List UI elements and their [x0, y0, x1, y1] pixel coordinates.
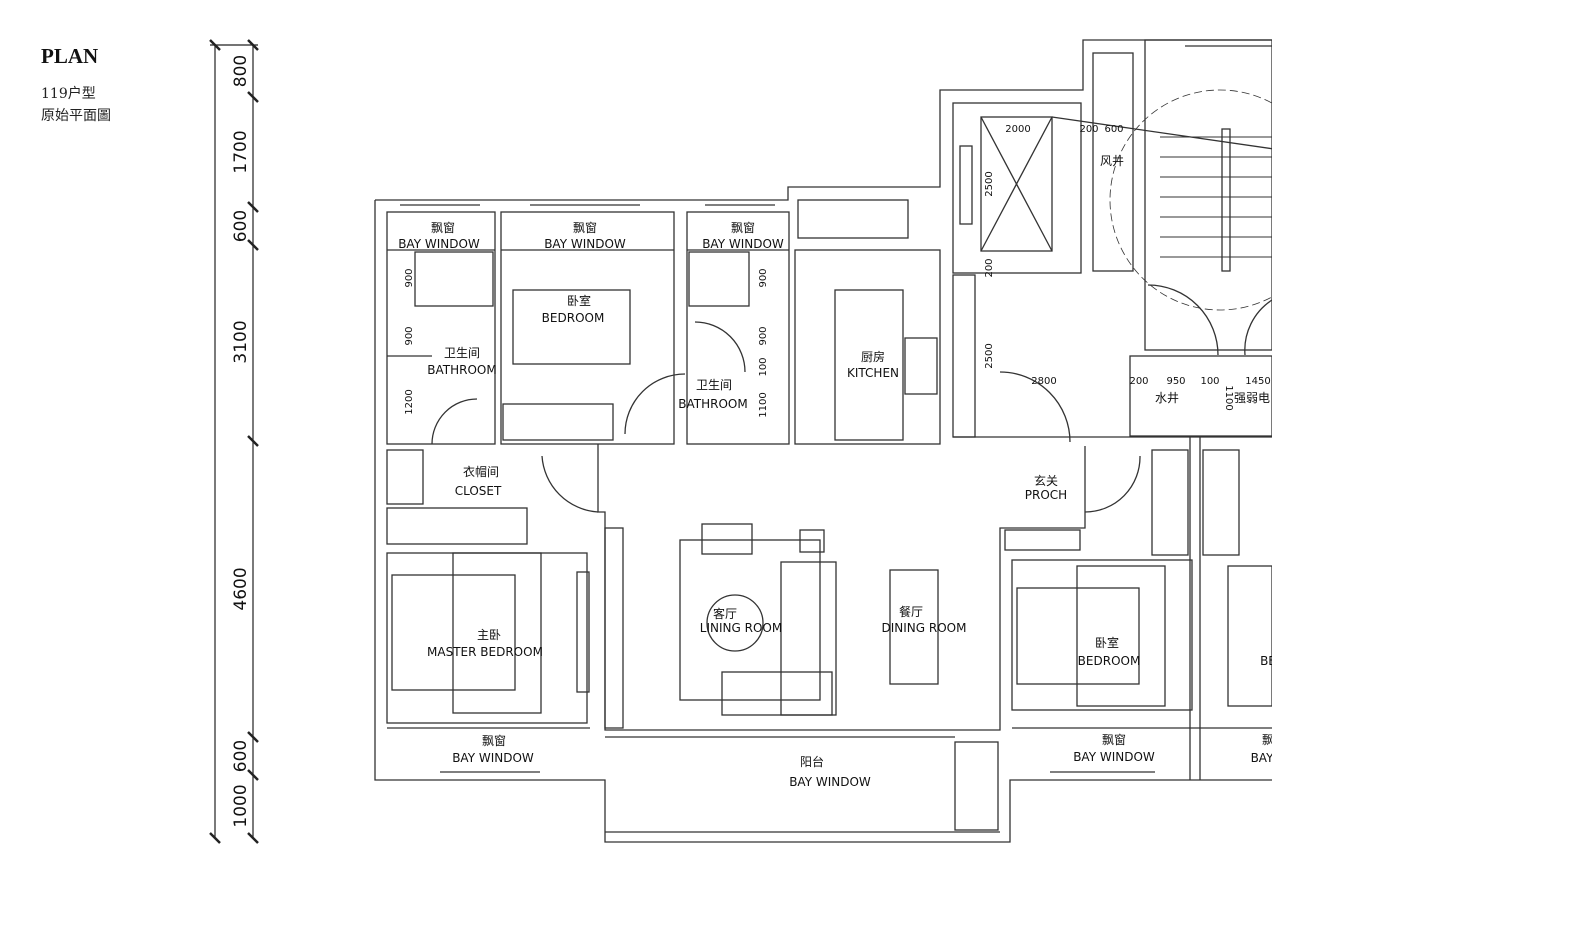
room-label-cn: 飘窗 — [573, 221, 597, 235]
room-label-en: PROCH — [1025, 488, 1067, 502]
room-label-cn: 风井 — [1100, 154, 1124, 168]
side-dim: 1000 — [231, 784, 251, 827]
room-label-cn: 飘窗 — [482, 734, 506, 748]
room-label-en: BAY WINDOW — [1073, 750, 1155, 764]
room-label-cn: 餐厅 — [899, 604, 923, 619]
dim-label: 2000 — [1005, 124, 1030, 135]
room-label-cn: 卫生间 — [696, 378, 732, 392]
room-label-en: BAY WINDOW — [702, 237, 784, 251]
room-label-cn: 衣帽间 — [463, 464, 499, 479]
room-label-en: BATHROOM — [678, 397, 747, 411]
room-label-en: BATHROOM — [427, 363, 496, 377]
dim-label: 1450 — [1245, 376, 1270, 387]
room-label-cn: 飘 — [1262, 733, 1274, 747]
room-label-en: BEDROOM — [1078, 654, 1141, 668]
room-label-en: BAY — [1251, 751, 1275, 765]
room-label-cn: 飘窗 — [431, 221, 455, 235]
room-label-cn: 客厅 — [713, 606, 737, 621]
room-label-en: BAY WINDOW — [789, 775, 871, 789]
dim-label: 600 — [1104, 124, 1123, 135]
room-label-cn: 主卧 — [477, 628, 501, 642]
room-label-en: BAY WINDOW — [452, 751, 534, 765]
plan-title: PLAN — [41, 44, 99, 68]
dim-label: 900 — [404, 326, 415, 345]
room-label-cn: 玄关 — [1034, 473, 1058, 488]
side-dim: 4600 — [231, 567, 251, 610]
room-label-cn: 飘窗 — [731, 221, 755, 235]
side-dim: 600 — [231, 740, 251, 772]
side-dim: 3100 — [231, 320, 251, 363]
room-label-en: MASTER BEDROOM — [427, 645, 543, 659]
room-label-cn: 水井 — [1155, 391, 1179, 405]
room-label-cn: 卧室 — [567, 293, 591, 308]
dim-label: 1200 — [404, 389, 415, 414]
room-label-cn: 阳台 — [800, 754, 824, 769]
dim-label: 200 — [1079, 124, 1098, 135]
dim-label: 2800 — [1031, 376, 1056, 387]
dim-label: 900 — [758, 268, 769, 287]
room-label-cn: 飘窗 — [1102, 733, 1126, 747]
dim-label: 900 — [404, 268, 415, 287]
room-label-en: CLOSET — [455, 484, 502, 498]
dim-label: 1100 — [758, 392, 769, 417]
dim-label: 100 — [758, 357, 769, 376]
room-label-en: BAY WINDOW — [544, 237, 626, 251]
dim-label: 100 — [1200, 376, 1219, 387]
dim-label: 900 — [758, 326, 769, 345]
room-label-en: BAY WINDOW — [398, 237, 480, 251]
dim-label: 950 — [1166, 376, 1185, 387]
side-dim: 800 — [231, 55, 251, 87]
dim-label: 2500 — [984, 171, 995, 196]
room-label-en: DINING ROOM — [882, 621, 967, 635]
unit-type: 119户型 — [41, 86, 96, 102]
room-label-cn: 厨房 — [861, 349, 885, 364]
dim-label: 1100 — [1223, 385, 1234, 410]
dim-label: 2500 — [984, 343, 995, 368]
room-label-cn: 强弱电 — [1234, 391, 1270, 405]
side-dimension-bar — [209, 39, 259, 844]
room-label-en: BE — [1260, 654, 1276, 668]
room-label-en: LINING ROOM — [700, 621, 782, 635]
room-label-en: BEDROOM — [542, 311, 605, 325]
walls — [374, 39, 1272, 843]
dim-label: 200 — [984, 258, 995, 277]
dim-label: 200 — [1129, 376, 1148, 387]
side-dim: 600 — [231, 210, 251, 242]
drawing-name: 原始平面圖 — [41, 108, 111, 124]
room-label-cn: 卧室 — [1095, 635, 1119, 650]
room-label-en: KITCHEN — [847, 366, 899, 380]
side-dim: 1700 — [231, 130, 251, 173]
room-label-cn: 卫生间 — [444, 346, 480, 360]
